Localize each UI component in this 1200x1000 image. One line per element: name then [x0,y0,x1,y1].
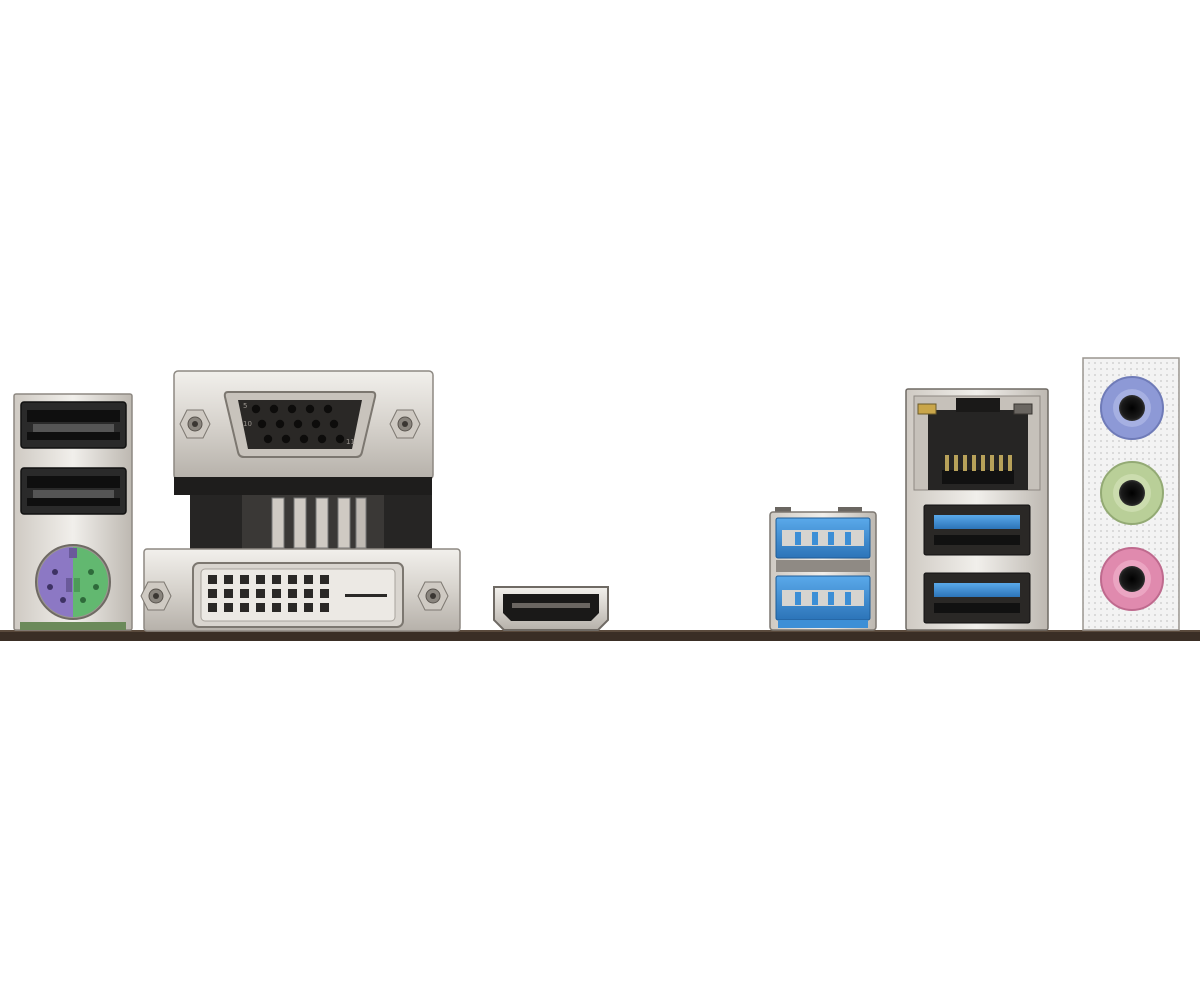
vga-pin [299,434,309,444]
rj45-pin [945,455,949,471]
vga-pin [329,419,339,429]
vga-pin [293,419,303,429]
rj45-pins [945,455,1012,471]
rj45-pin [1008,455,1012,471]
rj45-pin [990,455,994,471]
usb2-port-1 [20,401,127,449]
dvi-pin [272,603,281,612]
vga-pin [251,404,261,414]
vga-pin [317,434,327,444]
dvi-pin [224,603,233,612]
dvi-pin [288,603,297,612]
dvi-right-screw [417,581,449,611]
audio-line-in-jack [1100,376,1164,440]
dvi-pin [304,603,313,612]
dvi-pin [320,603,329,612]
dvi-pin [208,589,217,598]
dvi-pin [224,575,233,584]
vga-right-screw [389,409,421,439]
lan-usb3-stack [905,388,1049,631]
rj45-lan-port [913,395,1041,491]
dvi-pin [272,575,281,584]
vga-pin [335,434,345,444]
dvi-pin [288,589,297,598]
usb3-stack [769,507,877,631]
vga-pin [281,434,291,444]
vga-pin [269,404,279,414]
vga-pin-label-5: 5 [243,402,247,410]
vga-pin [311,419,321,429]
audio-mic-in-jack [1100,547,1164,611]
dvi-pin [304,575,313,584]
dvi-pin [304,589,313,598]
dvi-pin [256,589,265,598]
vga-pin [275,419,285,429]
usb3-port-1 [775,517,871,559]
ps2-combo-port [35,544,111,620]
audio-line-out-jack [1100,461,1164,525]
dvi-pin [256,575,265,584]
dvi-pin [272,589,281,598]
rj45-pin [981,455,985,471]
dvi-pin [240,575,249,584]
dvi-pin [208,575,217,584]
vga-pins [251,404,345,444]
dvi-pin [208,603,217,612]
vga-dvi-pin-legs [271,497,367,549]
hdmi-port [493,586,609,631]
pcb-edge [0,630,1200,641]
dvi-pin [288,575,297,584]
vga-pin [287,404,297,414]
audio-jack-stack [1082,357,1180,631]
vga-port: 5 10 11 [173,370,434,480]
vga-pin-label-10: 10 [243,420,252,428]
rj45-pin [999,455,1003,471]
dvi-pin [240,603,249,612]
dvi-pin [240,589,249,598]
vga-pin-label-11: 11 [346,438,355,446]
dvi-pin [320,589,329,598]
dvi-pin [256,603,265,612]
usb3-port-2 [775,575,871,621]
dvi-port [140,548,461,632]
rj45-pin [972,455,976,471]
vga-left-screw [179,409,211,439]
rj45-pin [963,455,967,471]
vga-pin [257,419,267,429]
usb3-port-3 [923,504,1031,556]
dvi-pins [208,575,329,612]
usb3-port-4 [923,572,1031,624]
dvi-pin [320,575,329,584]
rj45-pin [954,455,958,471]
vga-pin [323,404,333,414]
dvi-pin [224,589,233,598]
dvi-left-screw [140,581,172,611]
vga-dvi-assembly: 5 10 11 [140,370,461,632]
vga-pin [263,434,273,444]
vga-pin [305,404,315,414]
usb2-port-2 [20,467,127,515]
usb2-ps2-stack [13,393,133,631]
